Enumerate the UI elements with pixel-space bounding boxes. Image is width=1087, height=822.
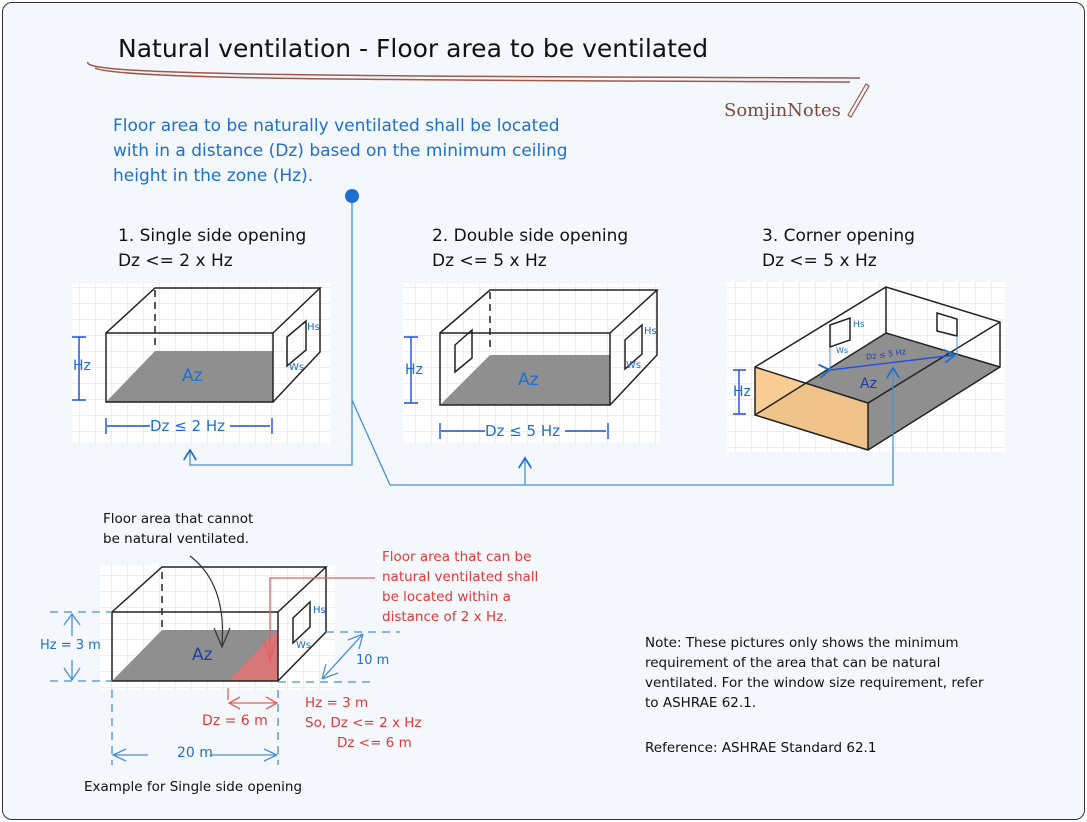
note-line: to ASHRAE 62.1.: [645, 695, 757, 711]
dz-dimension: Dz ≤ 5 Hz: [485, 422, 560, 440]
connector-dot: [345, 189, 359, 203]
box-corner: [727, 282, 1005, 452]
hz-label: Hz: [733, 384, 751, 400]
section-rule: Dz <= 2 x Hz: [118, 251, 233, 271]
connector-lines: [190, 196, 893, 486]
intro-text: Floor area to be naturally ventilated sh…: [113, 114, 568, 189]
example-width-label: 20 m: [177, 745, 213, 761]
intro-line: Floor area to be naturally ventilated sh…: [113, 116, 560, 136]
note-line: requirement of the area that can be natu…: [645, 655, 941, 671]
az-label: Az: [182, 366, 203, 386]
can-ventilate-note: Floor area that can be natural ventilate…: [382, 547, 538, 627]
ws-label: Ws: [836, 346, 849, 355]
title-underline: [87, 61, 861, 83]
note-line: be located within a: [382, 589, 511, 605]
dz-dimension: Dz ≤ 2 Hz: [150, 417, 225, 435]
cannot-ventilate-note: Floor area that cannot be natural ventil…: [103, 509, 253, 549]
note-line: be natural ventilated.: [103, 531, 250, 547]
hs-label: Hs: [313, 605, 326, 616]
calc-line: Dz <= 6 m: [337, 735, 412, 751]
note-line: Floor area that cannot: [103, 511, 254, 527]
example-caption: Example for Single side opening: [84, 779, 303, 795]
az-label: Az: [518, 370, 539, 390]
section-heading: 1. Single side opening: [118, 226, 307, 246]
hs-label: Hs: [853, 320, 865, 330]
box-single-side: [72, 283, 330, 443]
box-double-side: [403, 283, 660, 443]
note-text: Note: These pictures only shows the mini…: [645, 633, 984, 713]
hs-label: Hs: [307, 322, 320, 333]
az-label: Az: [860, 376, 877, 392]
section-heading: 2. Double side opening: [432, 226, 629, 246]
section-heading: 3. Corner opening: [762, 226, 915, 246]
example-calculation: Hz = 3 m So, Dz <= 2 x Hz Dz <= 6 m: [305, 693, 422, 753]
ws-label: Ws: [626, 360, 642, 371]
section-rule: Dz <= 5 x Hz: [432, 251, 547, 271]
section-corner: 3. Corner opening Dz <= 5 x Hz: [762, 224, 915, 274]
section-double-side: 2. Double side opening Dz <= 5 x Hz: [432, 224, 628, 274]
brand-logo: SomjinNotes: [724, 100, 841, 121]
section-rule: Dz <= 5 x Hz: [762, 251, 877, 271]
calc-line: So, Dz <= 2 x Hz: [305, 715, 422, 731]
hs-label: Hs: [644, 326, 657, 337]
intro-line: with in a distance (Dz) based on the min…: [113, 141, 568, 161]
calc-line: Hz = 3 m: [305, 695, 369, 711]
reference-text: Reference: ASHRAE Standard 62.1: [645, 740, 877, 756]
hz-label: Hz: [405, 362, 423, 378]
example-dz-label: Dz = 6 m: [202, 713, 268, 729]
example-depth-label: 10 m: [356, 653, 390, 668]
pen-icon: [847, 83, 870, 118]
note-line: ventilated. For the window size requirem…: [645, 675, 984, 691]
ws-label: Ws: [296, 640, 312, 651]
note-line: Floor area that can be: [382, 549, 532, 565]
note-line: Note: These pictures only shows the mini…: [645, 635, 959, 651]
note-line: distance of 2 x Hz.: [382, 609, 508, 625]
page-title: Natural ventilation - Floor area to be v…: [118, 34, 709, 63]
example-hz-label: Hz = 3 m: [40, 638, 101, 653]
box-example: [50, 555, 400, 765]
intro-line: height in the zone (Hz).: [113, 166, 314, 186]
note-line: natural ventilated shall: [382, 569, 539, 585]
hz-label: Hz: [73, 358, 91, 374]
az-label: Az: [192, 645, 213, 665]
ws-label: Ws: [289, 362, 305, 373]
section-single-side: 1. Single side opening Dz <= 2 x Hz: [118, 224, 306, 274]
